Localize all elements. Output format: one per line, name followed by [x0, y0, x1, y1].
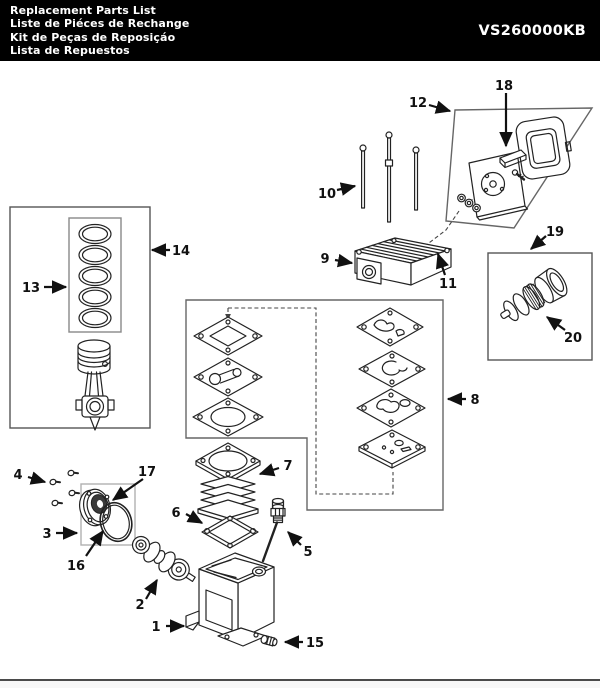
callout-1: 1: [151, 620, 160, 635]
callout-19: 19: [546, 225, 564, 240]
shroud-kit-box: [445, 107, 594, 229]
air-filter-kit-box: [487, 252, 593, 361]
callout-arrows: [27, 93, 566, 649]
callout-6: 6: [171, 506, 180, 521]
callout-17: 17: [138, 465, 156, 480]
valve-plate-stack-left: [192, 316, 264, 437]
reed-plate-mid: [358, 350, 426, 388]
cylinder: [195, 442, 261, 523]
grommets: [457, 193, 481, 213]
valve-plate-lower: [356, 388, 426, 428]
callout-11: 11: [439, 277, 457, 292]
title-en: Replacement Parts List: [10, 3, 156, 17]
crankshaft: [131, 535, 196, 583]
shroud-kit-parts: [457, 116, 572, 221]
mount-plate: [468, 151, 529, 221]
assembly-link-lines: [225, 192, 485, 495]
callout-20: 20: [564, 331, 582, 346]
filter-washer: [512, 293, 530, 316]
shroud-cover: [515, 116, 572, 180]
valve-plate-kit-box: [185, 299, 444, 511]
cylinder-gasket: [201, 515, 259, 549]
callout-12: 12: [409, 96, 427, 111]
bracket-bolt: [511, 169, 526, 181]
piston-rings: [78, 223, 112, 329]
cylinder-head: [354, 237, 452, 286]
callout-13: 13: [22, 281, 40, 296]
callout-2: 2: [135, 598, 144, 613]
filter-cup: [534, 267, 568, 304]
bearing-cover-assembly: [79, 488, 133, 543]
crankcase: [185, 552, 275, 647]
header-bar: Replacement Parts List Liste de Piéces d…: [0, 0, 600, 61]
filter-element: [522, 283, 546, 311]
o-ring: [99, 501, 133, 543]
base-gasket: [192, 397, 264, 437]
drain-plug: [260, 634, 278, 647]
callout-15: 15: [306, 636, 324, 651]
head-bolts: [359, 131, 420, 223]
callout-7: 7: [283, 459, 292, 474]
valve-plate-stack-right: [356, 307, 426, 469]
callout-3: 3: [42, 527, 51, 542]
cover-screws: [49, 469, 80, 507]
footer-strip: [0, 681, 600, 688]
title-fr: Liste de Piéces de Rechange: [10, 17, 190, 30]
valve-plate: [193, 357, 263, 397]
filter-stem: [500, 309, 511, 319]
callout-10: 10: [318, 187, 336, 202]
callout-16: 16: [67, 559, 85, 574]
header-titles: Replacement Parts List Liste de Piéces d…: [10, 4, 189, 58]
callout-9: 9: [320, 252, 329, 267]
callout-8: 8: [470, 393, 479, 408]
title-es: Lista de Repuestos: [10, 44, 130, 57]
callout-labels: 1 2 3 4 5 6 7 8 9 10 11 12 13 14 15 16 1…: [13, 79, 582, 651]
callout-14: 14: [172, 244, 190, 259]
air-filter-assembly: [500, 267, 568, 322]
base-plate-3d: [358, 429, 426, 469]
callout-4: 4: [13, 468, 22, 483]
oil-dipstick: [261, 497, 286, 563]
footer-divider: [0, 679, 600, 681]
gasket-plate: [193, 316, 263, 356]
piston-kit-box: [9, 206, 151, 429]
part-number: VS260000KB: [478, 22, 586, 39]
callout-18: 18: [495, 79, 513, 94]
piston-connecting-rod: [75, 339, 115, 431]
callout-5: 5: [303, 545, 312, 560]
bracket-bar: [499, 149, 527, 169]
title-pt: Kit de Peças de Reposiçáo: [10, 30, 176, 44]
reed-plate-top: [356, 307, 424, 347]
